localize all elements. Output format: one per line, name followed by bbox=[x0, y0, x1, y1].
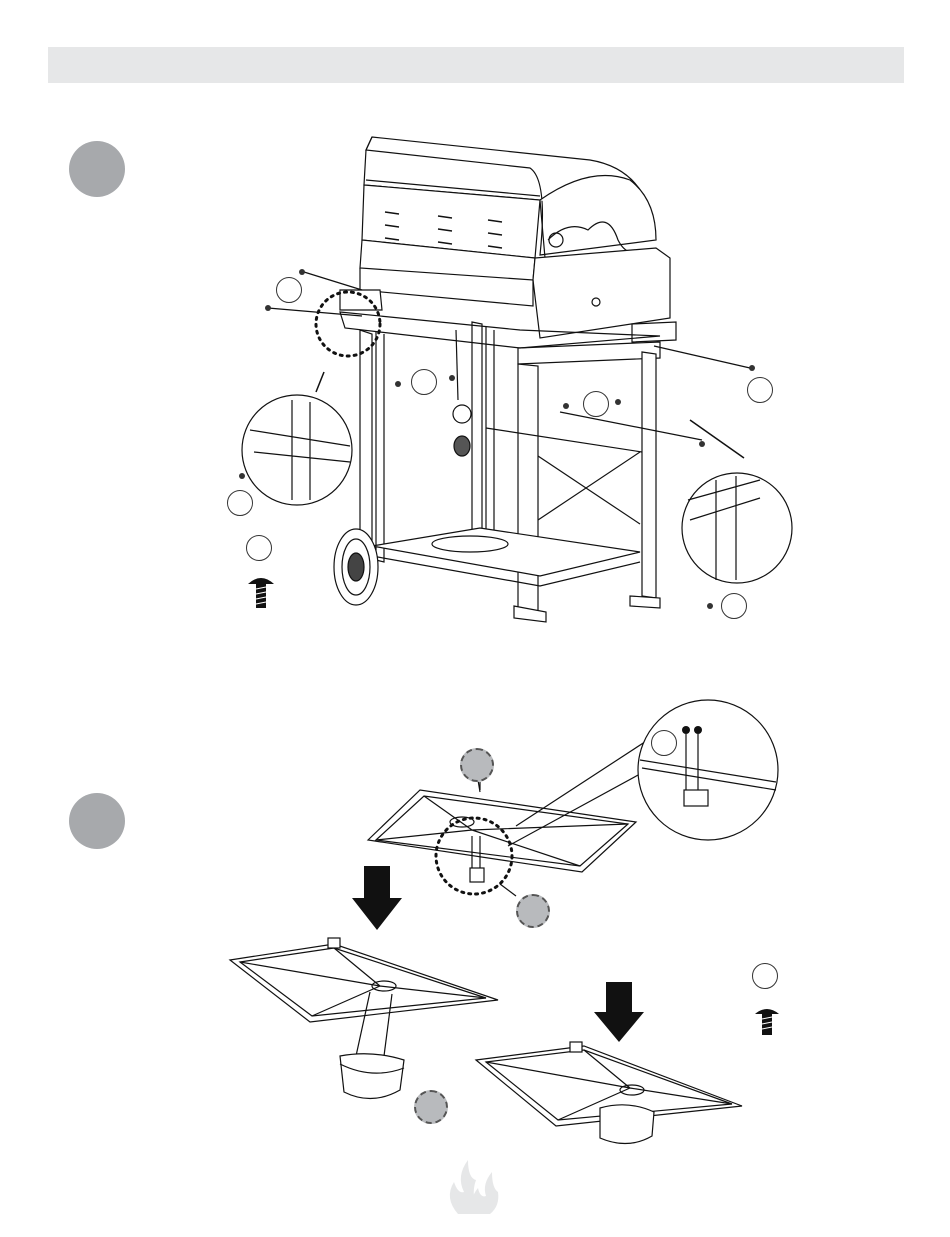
screw-icon bbox=[753, 1004, 781, 1036]
part-reference-circle-11 bbox=[414, 1090, 448, 1124]
flame-logo-icon bbox=[440, 1148, 510, 1218]
part-reference-circle-9 bbox=[460, 748, 494, 782]
part-reference-circle-12 bbox=[752, 963, 778, 989]
part-reference-circle-10 bbox=[516, 894, 550, 928]
part-reference-circle-8 bbox=[651, 730, 677, 756]
